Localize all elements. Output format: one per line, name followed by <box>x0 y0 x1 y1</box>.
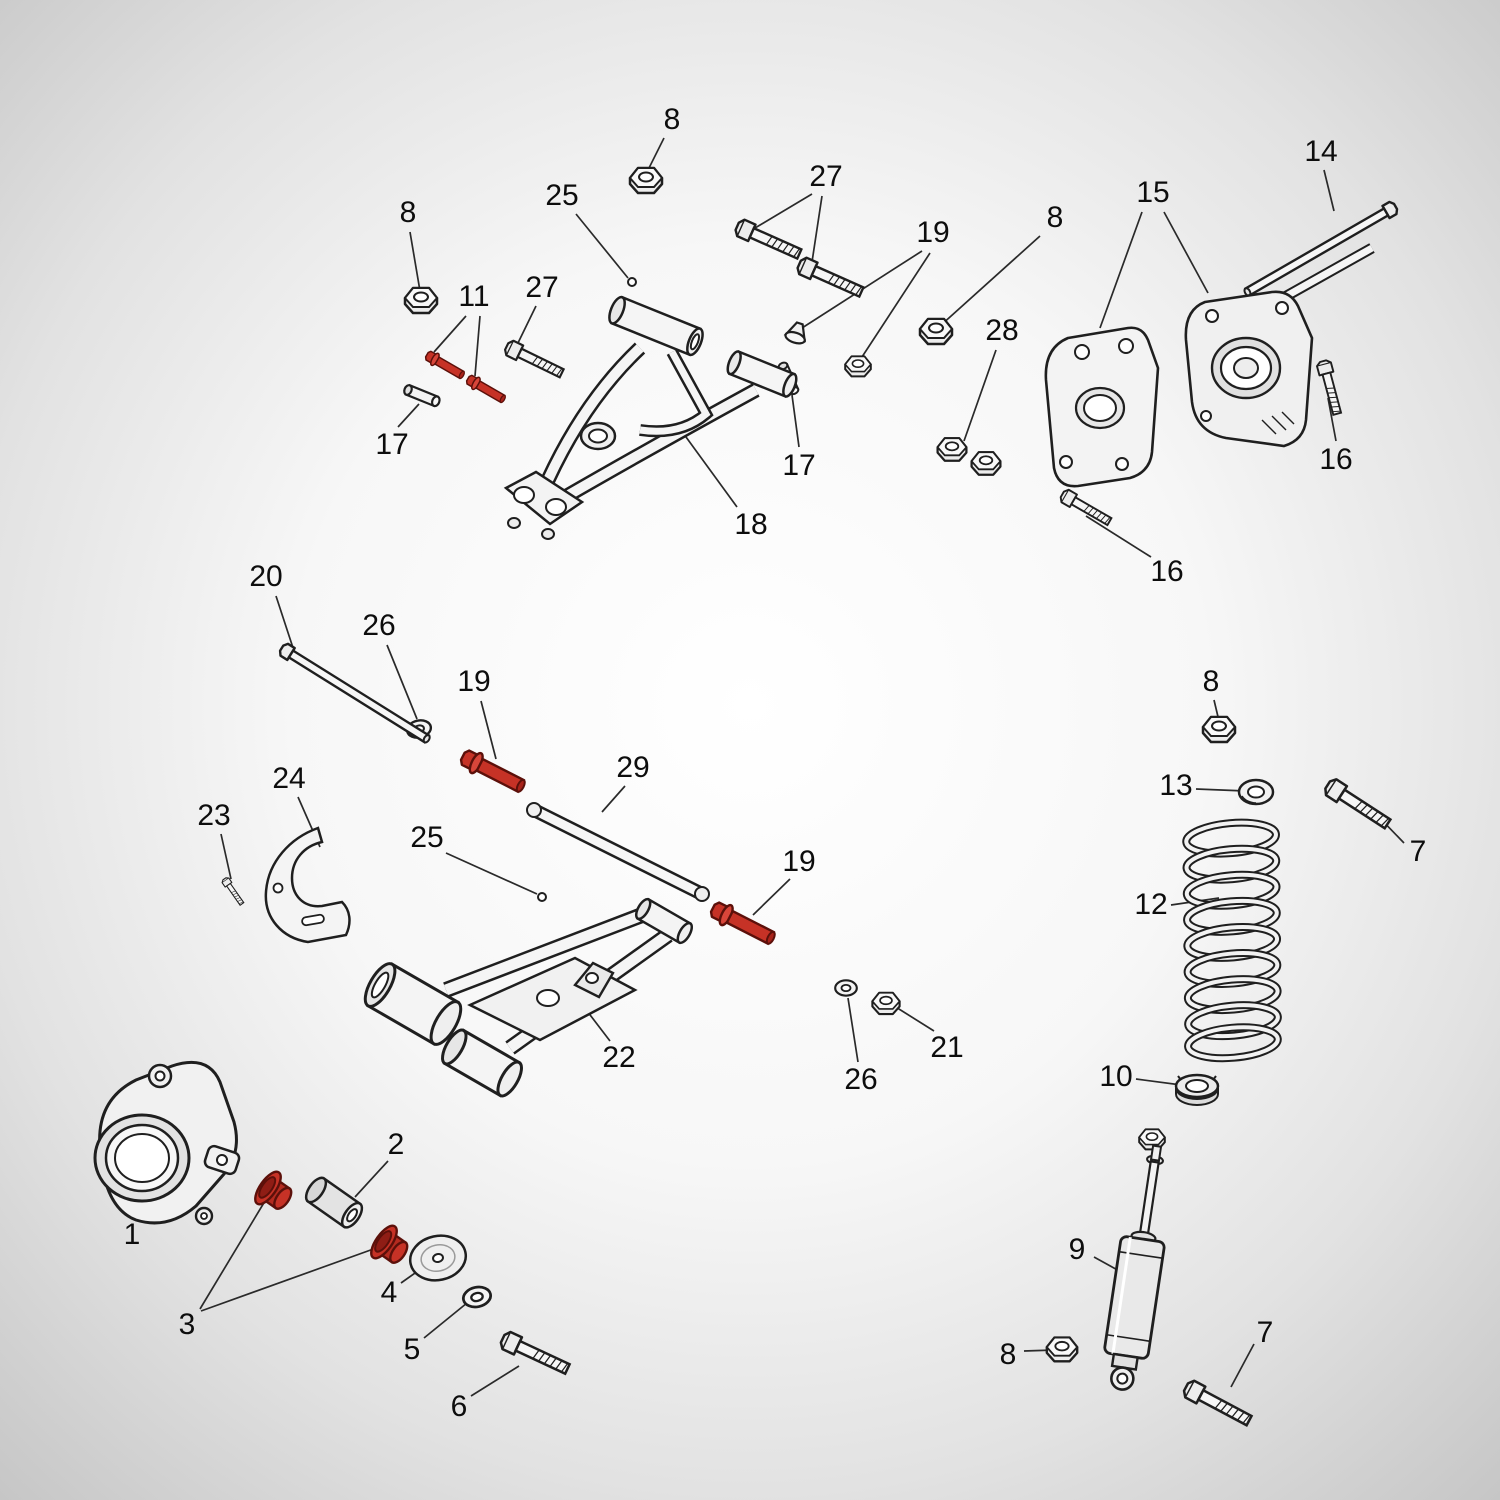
callout-2: 2 <box>387 1128 405 1161</box>
callout-7-b: 7 <box>1256 1316 1274 1349</box>
flange-nut <box>1045 1336 1079 1363</box>
grease-fitting <box>537 892 547 902</box>
flange-nut <box>1201 715 1237 744</box>
long-bolt <box>1240 199 1401 301</box>
upper-control-arm <box>503 295 798 540</box>
grease-fitting <box>627 277 637 287</box>
highlight-small-bolt <box>422 348 468 383</box>
callout-14: 14 <box>1304 135 1338 168</box>
callout-15: 15 <box>1136 176 1170 209</box>
hex-bolt <box>794 254 867 302</box>
bearing-carrier <box>93 1061 241 1226</box>
flange-nut <box>871 991 901 1016</box>
hex-bolt <box>1321 775 1394 834</box>
highlight-small-bolt <box>463 372 509 407</box>
thrust-disc <box>408 1234 468 1282</box>
flange-nut <box>970 451 1002 476</box>
callout-22: 22 <box>602 1041 636 1074</box>
callout-25-a: 25 <box>545 179 579 212</box>
lower-control-arm <box>363 897 694 1098</box>
callout-29: 29 <box>616 751 650 784</box>
callout-19-b: 19 <box>457 665 491 698</box>
callout-26-a: 26 <box>362 609 396 642</box>
flange-nut <box>403 286 439 315</box>
callout-1: 1 <box>123 1218 141 1251</box>
callout-28: 28 <box>985 314 1019 347</box>
callout-6: 6 <box>450 1390 468 1423</box>
callout-3: 3 <box>178 1308 196 1341</box>
spring-washer <box>1237 778 1275 806</box>
spring-retainer <box>1174 1073 1220 1106</box>
highlight-bushing-cup <box>249 1166 300 1219</box>
callout-10: 10 <box>1099 1060 1133 1093</box>
pivot-bracket-right <box>1184 290 1314 448</box>
callout-8-c: 8 <box>399 196 417 229</box>
callout-27-b: 27 <box>525 271 559 304</box>
washer <box>834 979 858 997</box>
dowel-pin <box>401 382 443 409</box>
flange-nut <box>918 317 954 346</box>
callout-21: 21 <box>930 1031 964 1064</box>
guard-bracket <box>264 826 351 944</box>
callout-24: 24 <box>272 762 306 795</box>
cone-spacer <box>783 321 806 345</box>
callout-4: 4 <box>380 1276 398 1309</box>
hex-bolt <box>732 216 805 264</box>
callout-5: 5 <box>403 1333 421 1366</box>
hex-bolt <box>1057 487 1114 529</box>
flange-nut <box>628 166 664 195</box>
callout-27-a: 27 <box>809 160 843 193</box>
callout-9: 9 <box>1068 1233 1086 1266</box>
highlight-bushing-cup <box>365 1220 416 1273</box>
callout-23: 23 <box>197 799 231 832</box>
callout-8-b: 8 <box>1046 201 1064 234</box>
callout-19-c: 19 <box>782 845 816 878</box>
callout-8-d: 8 <box>1202 665 1220 698</box>
callout-16-a: 16 <box>1319 443 1353 476</box>
callout-26-b: 26 <box>844 1063 878 1096</box>
callout-16-b: 16 <box>1150 555 1184 588</box>
callout-8-e: 8 <box>999 1338 1017 1371</box>
hex-bolt <box>502 338 567 382</box>
callout-20: 20 <box>249 560 283 593</box>
callout-18: 18 <box>734 508 768 541</box>
link-rod <box>526 802 710 902</box>
pivot-bracket-left <box>1044 326 1160 488</box>
callout-17-b: 17 <box>782 449 816 482</box>
callout-25-b: 25 <box>410 821 444 854</box>
hex-bolt <box>497 1328 573 1379</box>
highlight-pivot-bolt <box>706 897 780 951</box>
callout-13: 13 <box>1159 769 1193 802</box>
callout-11: 11 <box>458 280 490 313</box>
highlight-pivot-bolt <box>456 745 530 799</box>
pivot-bushing <box>304 1176 364 1229</box>
long-bolt <box>276 641 434 748</box>
washer <box>460 1283 494 1311</box>
shock-absorber <box>1103 1144 1166 1391</box>
coil-spring <box>1182 818 1282 1063</box>
hex-bolt <box>1180 1377 1255 1431</box>
callout-8-a: 8 <box>663 103 681 136</box>
small-screw <box>220 875 246 907</box>
flange-nut <box>844 355 872 378</box>
callout-12: 12 <box>1134 888 1168 921</box>
flange-nut <box>936 437 968 462</box>
callout-17-a: 17 <box>375 428 409 461</box>
callout-19-a: 19 <box>916 216 950 249</box>
callout-7-a: 7 <box>1409 835 1427 868</box>
